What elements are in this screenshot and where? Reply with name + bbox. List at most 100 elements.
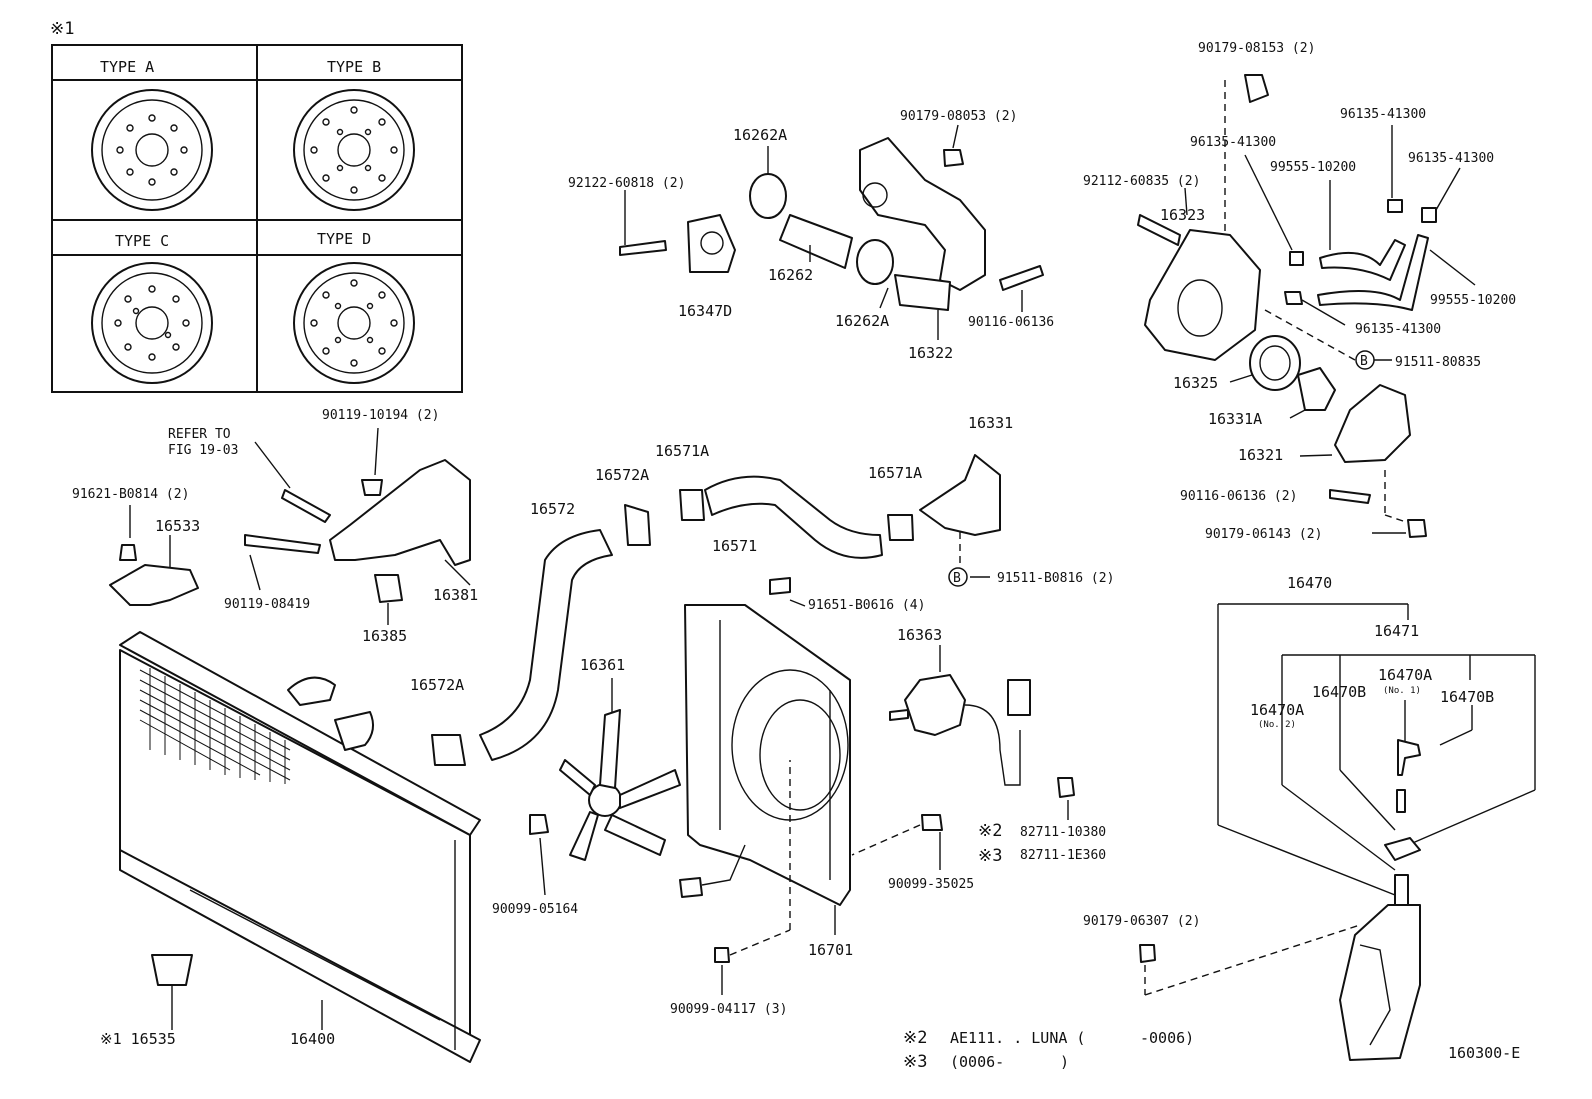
label-16571A-b: 16571A (868, 464, 922, 482)
radiator-cap (287, 676, 336, 706)
label-16385: 16385 (362, 627, 407, 645)
bolt-91651 (769, 577, 791, 595)
reservoir-tube (1396, 789, 1406, 813)
hose-16571 (704, 475, 883, 559)
type-c-label: TYPE C (115, 232, 169, 250)
label-16381: 16381 (433, 586, 478, 604)
bolt-refer-fig (281, 489, 331, 523)
label-90119-08419: 90119-08419 (224, 597, 310, 612)
stud-92122 (619, 240, 667, 256)
type-d-cap (293, 262, 415, 384)
label-16361: 16361 (580, 656, 625, 674)
clamp-96135-right-a (1387, 199, 1403, 213)
hose-16572 (479, 529, 613, 761)
water-inlet-group (619, 124, 1044, 340)
figure-id: 160300-E (1448, 1044, 1520, 1062)
radiator-upper-inlet (334, 711, 375, 751)
type-table-note: ※1 (50, 19, 74, 39)
stud-90116-06136-b (1329, 489, 1371, 504)
radiator-cap-type-table: ※1 TYPE A TYPE B TYPE C TYPE D (50, 19, 463, 393)
label-16470A-a: 16470A (1250, 701, 1304, 719)
type-a-cap (91, 89, 213, 211)
gasket-16325 (1249, 335, 1301, 391)
type-c-cap (91, 262, 213, 384)
radiator-support-cushion (151, 954, 193, 986)
clamp-96135-upper (1289, 251, 1304, 266)
gasket-16347D (687, 214, 736, 273)
radiator-assembly (119, 631, 481, 1063)
label-16331A: 16331A (1208, 410, 1262, 428)
label-90099-05164: 90099-05164 (492, 902, 578, 917)
clamp-96135-right-b (1421, 207, 1437, 223)
fan-motor-wire (964, 704, 1021, 786)
label-92112-60835: 92112-60835 (2) (1083, 174, 1200, 189)
label-16470B-b: 16470B (1440, 688, 1494, 706)
stud-90116-06136 (999, 265, 1044, 291)
label-16331: 16331 (968, 414, 1013, 432)
label-note3-a: ※3 (978, 846, 1002, 866)
label-16471: 16471 (1374, 622, 1419, 640)
label-no2: (No. 2) (1258, 720, 1296, 730)
label-16470B-a: 16470B (1312, 683, 1366, 701)
water-inlet-housing-16323 (1144, 229, 1261, 361)
label-99555-10200-b: 99555-10200 (1430, 293, 1516, 308)
radiator-brackets (109, 427, 471, 625)
label-16572A-a: 16572A (595, 466, 649, 484)
label-16572: 16572 (530, 500, 575, 518)
type-b-cap (293, 89, 415, 211)
bolt-91621 (119, 544, 137, 561)
label-96135-41300-b: 96135-41300 (1190, 135, 1276, 150)
label-16470A-b: 16470A (1378, 666, 1432, 684)
water-inlet-16321 (1334, 384, 1411, 463)
label-16322: 16322 (908, 344, 953, 362)
water-inlet-pipe-lower (894, 274, 951, 311)
label-90179-08153: 90179-08153 (2) (1198, 41, 1315, 56)
bolt-90119-08419 (244, 534, 321, 554)
label-no1: (No. 1) (1383, 686, 1421, 696)
label-90116-06136-a: 90116-06136 (968, 315, 1054, 330)
fan-motor-shaft (889, 709, 909, 721)
fan-shroud-16701 (684, 604, 851, 906)
label-96135-41300-c: 96135-41300 (1408, 151, 1494, 166)
bracket-16381 (329, 459, 471, 566)
clamp-16262A-upper (749, 173, 787, 219)
type-a-label: TYPE A (100, 58, 154, 76)
radiator-fins (139, 668, 291, 784)
label-16262A-b: 16262A (835, 312, 889, 330)
label-16262A-a: 16262A (733, 126, 787, 144)
bolt-90119-10194 (361, 479, 383, 496)
label-90119-10194: 90119-10194 (2) (322, 408, 439, 423)
cushion-16385 (374, 574, 403, 603)
bolt-90099-04117 (714, 947, 730, 963)
label-16321: 16321 (1238, 446, 1283, 464)
label-90099-35025: 90099-35025 (888, 877, 974, 892)
type-d-label: TYPE D (317, 230, 371, 248)
radiator-bottom-tank (119, 849, 481, 1063)
label-16347D: 16347D (678, 302, 732, 320)
hose-99555-upper (1319, 239, 1406, 281)
label-92122-60818: 92122-60818 (2) (568, 176, 685, 191)
thermostat-16331A (1297, 367, 1336, 411)
relay-82711 (1057, 777, 1075, 798)
nut-90179-08153 (1244, 74, 1269, 103)
label-90179-06307: 90179-06307 (2) (1083, 914, 1200, 929)
nut-90179-08053 (943, 149, 964, 167)
footnote-3-mark: ※3 (903, 1052, 927, 1072)
reservoir-tank-16470 (1339, 904, 1421, 1061)
svg-text:B: B (953, 571, 961, 586)
label-16363: 16363 (897, 626, 942, 644)
radiator-support-16533 (109, 564, 199, 606)
reservoir-group (1139, 603, 1536, 1061)
label-96135-41300-d: 96135-41300 (1355, 322, 1441, 337)
label-82711-1E360: 82711-1E360 (1020, 848, 1106, 863)
label-16571A-a: 16571A (655, 442, 709, 460)
label-16571: 16571 (712, 537, 757, 555)
label-90179-06143: 90179-06143 (2) (1205, 527, 1322, 542)
label-16325: 16325 (1173, 374, 1218, 392)
clamp-16571A-left (679, 489, 705, 521)
label-90179-08053: 90179-08053 (2) (900, 109, 1017, 124)
footnote-2-end: -0006) (1140, 1029, 1194, 1047)
radiator-hoses (431, 454, 1001, 766)
